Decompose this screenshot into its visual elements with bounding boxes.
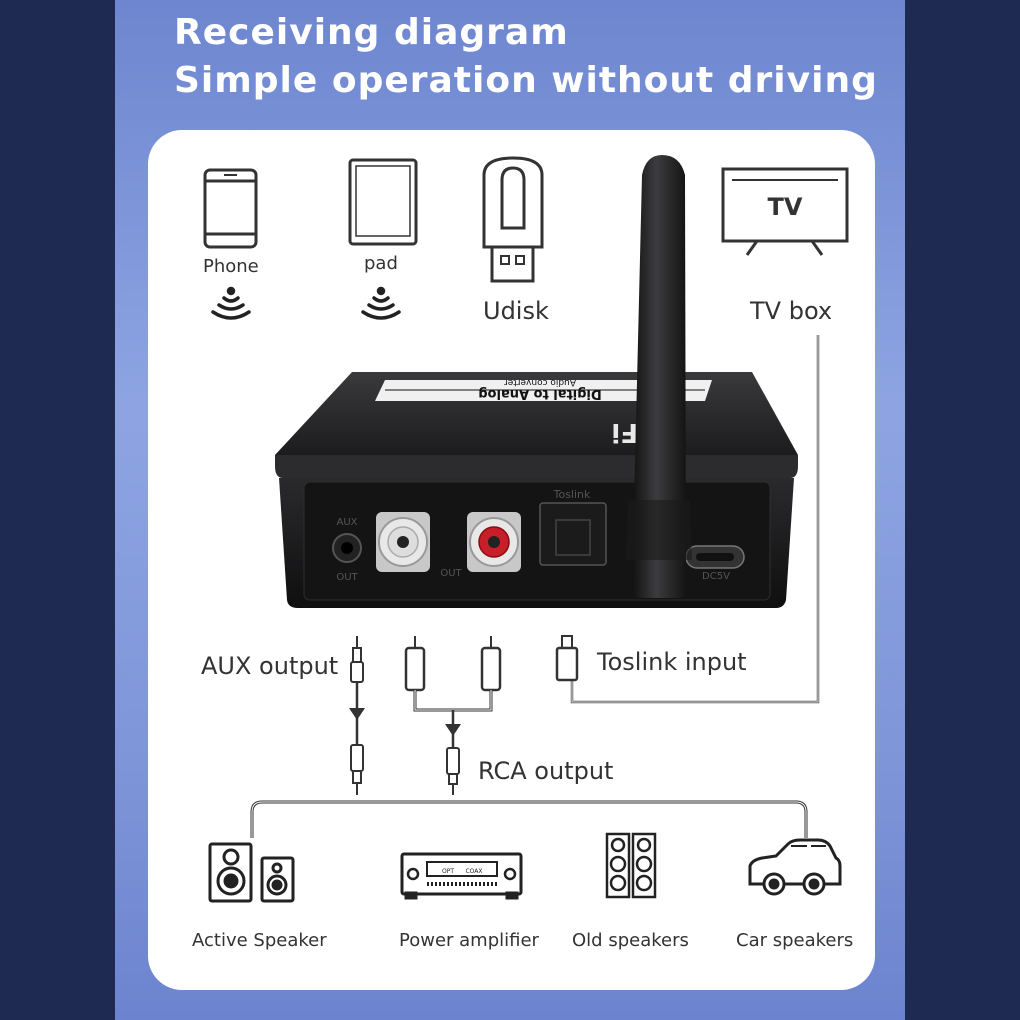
right-border bbox=[905, 0, 1020, 1020]
amp-display-coax: COAX bbox=[465, 868, 482, 875]
label-toslink-input: Toslink input bbox=[597, 648, 747, 676]
label-rca-output: RCA output bbox=[478, 757, 614, 785]
left-border bbox=[0, 0, 115, 1020]
tv-icon bbox=[721, 167, 849, 256]
port-label-out2: OUT bbox=[440, 568, 462, 579]
wifi-icon-pad bbox=[361, 286, 401, 320]
rca-cable bbox=[404, 636, 502, 795]
port-label-aux: AUX bbox=[336, 517, 357, 528]
tv-screen-text: TV bbox=[768, 193, 803, 221]
label-car-speakers: Car speakers bbox=[736, 930, 854, 951]
phone-icon bbox=[203, 168, 258, 249]
label-udisk: Udisk bbox=[483, 297, 549, 325]
label-active-speaker: Active Speaker bbox=[192, 930, 327, 951]
label-pad: pad bbox=[364, 253, 398, 274]
label-power-amplifier: Power amplifier bbox=[399, 930, 539, 951]
port-label-toslink: Toslink bbox=[553, 488, 591, 501]
port-label-out1: OUT bbox=[336, 572, 358, 583]
port-label-dc: DC5V bbox=[702, 571, 730, 582]
usb-drive-icon bbox=[482, 156, 544, 283]
output-bracket bbox=[250, 800, 808, 838]
wifi-icon-phone bbox=[211, 286, 251, 320]
headline-simple-operation: Simple operation without driving bbox=[174, 60, 878, 101]
aux-cable bbox=[349, 636, 365, 795]
label-tv-box: TV box bbox=[750, 297, 833, 325]
old-speakers-icon bbox=[605, 832, 657, 899]
amp-display-opt: OPT bbox=[442, 868, 454, 875]
active-speaker-icon bbox=[208, 842, 295, 903]
label-phone: Phone bbox=[203, 256, 259, 277]
label-aux-output: AUX output bbox=[201, 652, 339, 680]
car-icon bbox=[748, 838, 842, 896]
headline-receiving: Receiving diagram bbox=[174, 12, 569, 53]
output-bracket-highlight bbox=[251, 801, 807, 838]
device-label-sub: Audio converter bbox=[504, 377, 576, 387]
antenna bbox=[626, 155, 692, 598]
toslink-cable-highlight bbox=[571, 335, 819, 703]
device-label-main: Digital to Analog bbox=[478, 386, 601, 401]
power-amplifier-icon bbox=[400, 852, 523, 900]
toslink-plug bbox=[555, 635, 579, 682]
tablet-icon bbox=[348, 158, 418, 246]
label-old-speakers: Old speakers bbox=[572, 930, 689, 951]
